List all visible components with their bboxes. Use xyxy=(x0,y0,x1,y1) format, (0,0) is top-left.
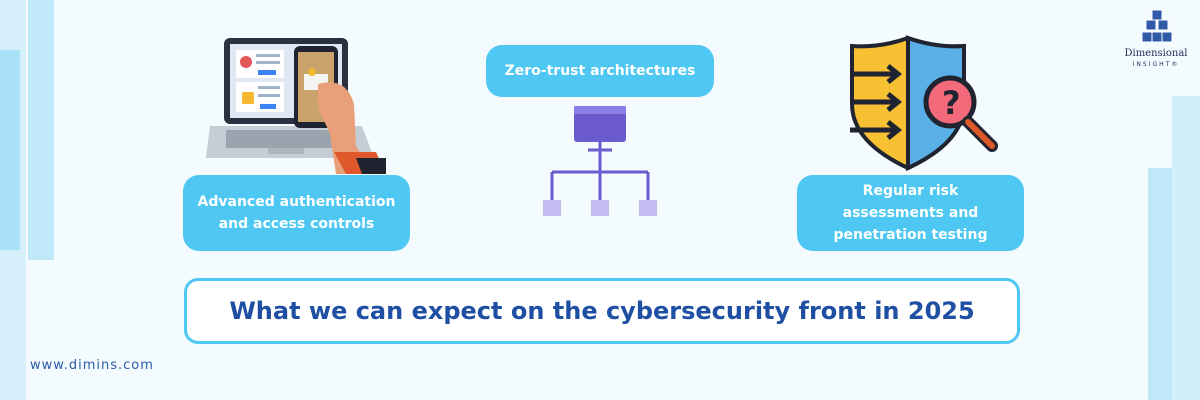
shield-question-magnifier-icon: ? xyxy=(850,35,998,172)
left-decor-block-2 xyxy=(0,50,20,250)
logo-subtitle: INSIGHT® xyxy=(1132,61,1180,68)
laptop-phone-authentication-icon xyxy=(206,38,386,174)
page-title: What we can expect on the cybersecurity … xyxy=(229,297,975,325)
card-zero-trust: Zero-trust architectures xyxy=(486,45,714,97)
dimensional-insight-logo: Dimensional INSIGHT® xyxy=(1120,8,1192,78)
website-url[interactable]: www.dimins.com xyxy=(30,358,154,373)
card-advanced-authentication: Advanced authentication and access contr… xyxy=(183,175,410,251)
card-risk-assessments-label: Regular risk assessments and penetration… xyxy=(833,183,988,243)
title-banner: What we can expect on the cybersecurity … xyxy=(184,278,1020,344)
card-advanced-authentication-label: Advanced authentication and access contr… xyxy=(197,194,396,232)
logo-name: Dimensional xyxy=(1124,48,1188,59)
card-risk-assessments: Regular risk assessments and penetration… xyxy=(797,175,1024,251)
card-zero-trust-label: Zero-trust architectures xyxy=(504,63,696,79)
right-decor-bar xyxy=(1172,96,1200,400)
network-hierarchy-icon xyxy=(543,106,657,216)
right-decor-block xyxy=(1148,168,1172,400)
cubes-logo-icon xyxy=(1142,9,1172,43)
svg-text:?: ? xyxy=(942,84,961,122)
left-decor-block xyxy=(28,0,54,260)
